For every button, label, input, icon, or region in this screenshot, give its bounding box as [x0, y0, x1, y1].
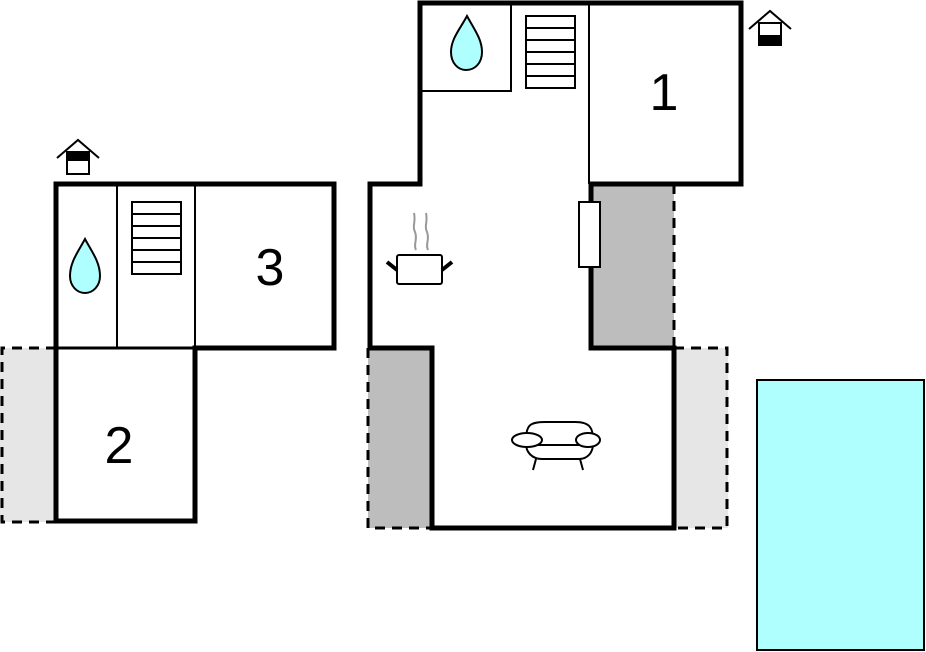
right-building-walls [367, 0, 744, 531]
room-label-1: 1 [650, 64, 679, 122]
terrace-upper-right [591, 184, 674, 348]
terrace-dashed-border [366, 348, 432, 530]
room-label-2: 2 [105, 417, 134, 475]
interior-wall [420, 3, 512, 92]
house-entrance-icon [56, 138, 100, 175]
water-drop-icon [449, 13, 484, 72]
water-drop-icon [68, 236, 102, 295]
cooking-pot-icon [385, 212, 454, 285]
room-label-3: 3 [256, 239, 285, 297]
stairs-icon [131, 201, 182, 275]
sofa-icon [511, 421, 601, 471]
right-building: 1 [366, 0, 792, 531]
terrace-dashed-border [674, 346, 729, 530]
left-building: 3 2 [0, 138, 337, 524]
terrace-lower-right [674, 348, 728, 528]
fireplace-icon [578, 201, 601, 268]
terrace-left [0, 348, 56, 522]
terrace-lower-left [368, 348, 432, 528]
swimming-pool [756, 379, 925, 651]
house-entrance-icon [748, 9, 792, 46]
terrace-left-dashed-border [0, 346, 56, 524]
stairs-icon [525, 15, 576, 89]
